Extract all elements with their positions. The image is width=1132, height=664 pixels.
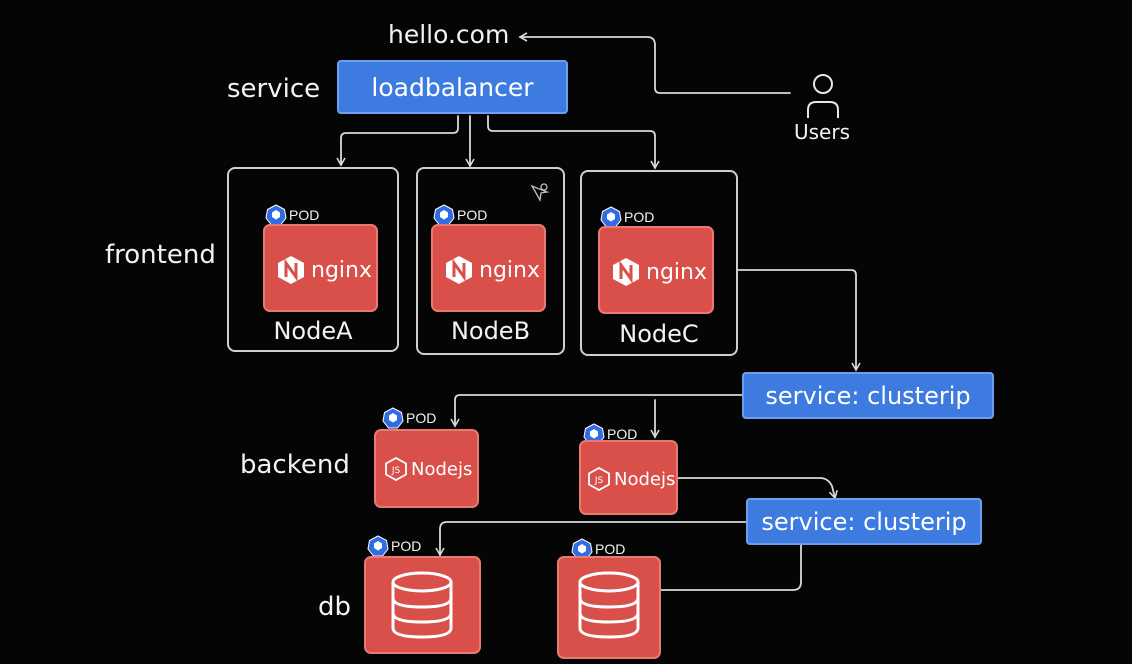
nginx-logo: nginx xyxy=(277,255,372,285)
users-label: Users xyxy=(794,120,851,144)
nginx-text: nginx xyxy=(311,257,372,283)
wire-lb-to-nodec xyxy=(487,115,660,170)
nodejs-logo: JS Nodejs xyxy=(588,467,675,491)
pod-tag: POD xyxy=(367,535,421,557)
nodejs-text: Nodejs xyxy=(411,458,473,480)
backend-label: backend xyxy=(240,450,350,480)
frontend-label: frontend xyxy=(105,240,216,270)
nodejs-logo: JS Nodejs xyxy=(385,457,472,481)
loadbalancer-service: loadbalancer xyxy=(337,60,568,114)
wire-svc1-to-backend1 xyxy=(450,394,743,428)
pod-tag-text: POD xyxy=(624,209,655,225)
clusterip-service-db: service: clusterip xyxy=(746,498,982,545)
pod-tag-text: POD xyxy=(457,207,488,223)
node-name: NodeA xyxy=(273,317,353,345)
wire-lb-to-nodea xyxy=(336,115,459,167)
svg-text:JS: JS xyxy=(594,476,604,486)
database-icon xyxy=(578,571,640,639)
wire-nodec-to-svc1 xyxy=(737,269,861,372)
kubernetes-icon xyxy=(367,535,389,557)
node-name: NodeB xyxy=(450,317,531,345)
nginx-icon xyxy=(613,258,639,286)
pod-nginx: nginx xyxy=(263,224,378,312)
wire-users-to-domain xyxy=(518,32,791,94)
pod-nodejs: JS Nodejs xyxy=(579,440,678,515)
nodejs-icon: JS xyxy=(588,467,610,491)
node-name: NodeC xyxy=(619,320,699,348)
node-b: POD nginx NodeB xyxy=(416,167,565,355)
kubernetes-icon xyxy=(600,206,622,228)
clusterip-service-backend: service: clusterip xyxy=(742,372,994,419)
nginx-icon xyxy=(446,256,472,284)
nodejs-text: Nodejs xyxy=(614,468,676,490)
cursor-icon xyxy=(530,183,550,202)
pod-nginx: nginx xyxy=(598,226,714,314)
domain-label: hello.com xyxy=(388,20,510,49)
pod-tag: POD xyxy=(382,407,436,429)
nodejs-icon: JS xyxy=(385,457,407,481)
svg-text:JS: JS xyxy=(391,466,401,476)
database-icon xyxy=(391,571,453,639)
pod-database xyxy=(557,556,661,659)
pod-tag-text: POD xyxy=(595,541,626,557)
users-actor: Users xyxy=(794,70,856,150)
pod-tag: POD xyxy=(583,423,637,445)
nginx-text: nginx xyxy=(646,259,707,285)
nginx-logo: nginx xyxy=(612,257,707,287)
pod-tag-text: POD xyxy=(391,538,422,554)
kubernetes-icon xyxy=(583,423,605,445)
pod-tag: POD xyxy=(433,204,487,226)
pod-tag-text: POD xyxy=(406,410,437,426)
nginx-icon xyxy=(278,256,304,284)
node-c: POD nginx NodeC xyxy=(580,170,738,356)
node-a: POD nginx NodeA xyxy=(227,167,399,352)
kubernetes-icon xyxy=(433,204,455,226)
kubernetes-icon xyxy=(382,407,404,429)
kubernetes-icon xyxy=(265,204,287,226)
wire-backend2-to-svc2 xyxy=(677,477,838,500)
pod-tag: POD xyxy=(265,204,319,226)
wire-svc2-to-db2 xyxy=(650,544,802,595)
pod-nodejs: JS Nodejs xyxy=(374,429,479,508)
nginx-logo: nginx xyxy=(445,255,540,285)
pod-nginx: nginx xyxy=(431,224,546,312)
pod-tag-text: POD xyxy=(289,207,320,223)
db-label: db xyxy=(318,592,352,622)
user-icon xyxy=(807,74,839,118)
service-label: service xyxy=(227,74,321,104)
nginx-text: nginx xyxy=(479,257,540,283)
pod-tag-text: POD xyxy=(607,426,638,442)
pod-database xyxy=(364,556,481,654)
pod-tag: POD xyxy=(600,206,654,228)
wire-svc2-to-db1 xyxy=(435,521,747,557)
